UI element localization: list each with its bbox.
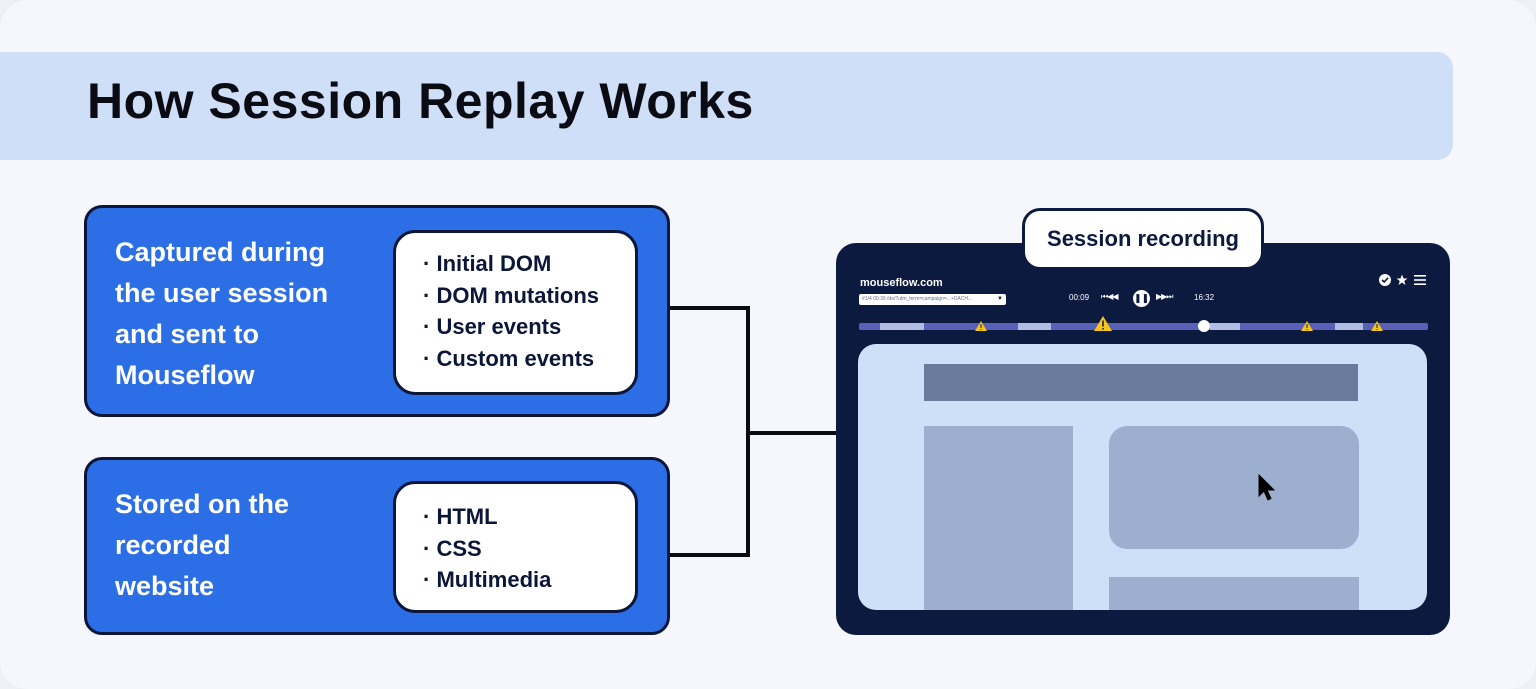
stored-line: website [115,571,215,601]
list-item: Multimedia [423,564,551,596]
stored-list: HTML CSS Multimedia [423,501,551,596]
warning-icon[interactable] [1371,321,1383,331]
page-card-block [1109,426,1359,549]
page-header-block [924,364,1358,401]
timeline-segment [1210,323,1240,330]
warning-icon[interactable] [975,321,987,331]
page-title: How Session Replay Works [87,73,754,129]
list-item: HTML [423,501,551,533]
chevron-down-icon: ▼ [997,296,1003,302]
captured-list-card: Initial DOM DOM mutations User events Cu… [393,230,638,395]
list-item: Custom events [423,343,599,375]
time-total: 16:32 [1194,293,1215,302]
timeline-segment [880,323,924,330]
timeline-playhead[interactable] [1198,320,1210,332]
timeline-segment [1018,323,1051,330]
timeline-track[interactable] [859,323,1428,330]
stored-line: recorded [115,530,231,560]
list-item: User events [423,311,599,343]
captured-description: Captured during the user session and sen… [115,232,328,396]
stored-description: Stored on the recorded website [115,484,289,607]
menu-icon[interactable] [1414,274,1426,289]
cursor-icon [1258,474,1276,501]
title-band [0,52,1453,160]
check-circle-icon[interactable] [1379,274,1391,289]
skip-back-icon[interactable]: ⏮◀◀ [1101,292,1118,301]
list-item: Initial DOM [423,248,599,280]
star-icon[interactable] [1396,274,1408,289]
site-name: mouseflow.com [860,277,943,289]
list-item: CSS [423,533,551,565]
page-sidebar-block [924,426,1073,610]
list-item: DOM mutations [423,280,599,312]
captured-line: Mouseflow [115,360,255,390]
url-value: #1/4 00:39 /de/?utm_term=campaign=...+DA… [862,296,973,302]
captured-list: Initial DOM DOM mutations User events Cu… [423,248,599,374]
stored-box: Stored on the recorded website HTML CSS … [84,457,670,635]
skip-forward-icon[interactable]: ▶▶⏭ [1156,292,1173,301]
timeline-segment [1335,323,1363,330]
bracket-line [670,306,750,557]
replay-viewport [858,344,1427,610]
stored-list-card: HTML CSS Multimedia [393,481,638,613]
page-content-block [1109,577,1359,610]
warning-icon[interactable] [1301,321,1313,331]
time-elapsed: 00:09 [1069,293,1090,302]
captured-line: Captured during [115,237,325,267]
stored-line: Stored on the [115,489,289,519]
pause-icon[interactable]: ❚❚ [1133,290,1150,307]
captured-line: the user session [115,278,329,308]
url-select[interactable]: #1/4 00:39 /de/?utm_term=campaign=...+DA… [859,294,1006,305]
warning-icon[interactable] [1094,316,1112,331]
captured-box: Captured during the user session and sen… [84,205,670,417]
session-recording-label: Session recording [1022,208,1264,270]
captured-line: and sent to [115,319,260,349]
